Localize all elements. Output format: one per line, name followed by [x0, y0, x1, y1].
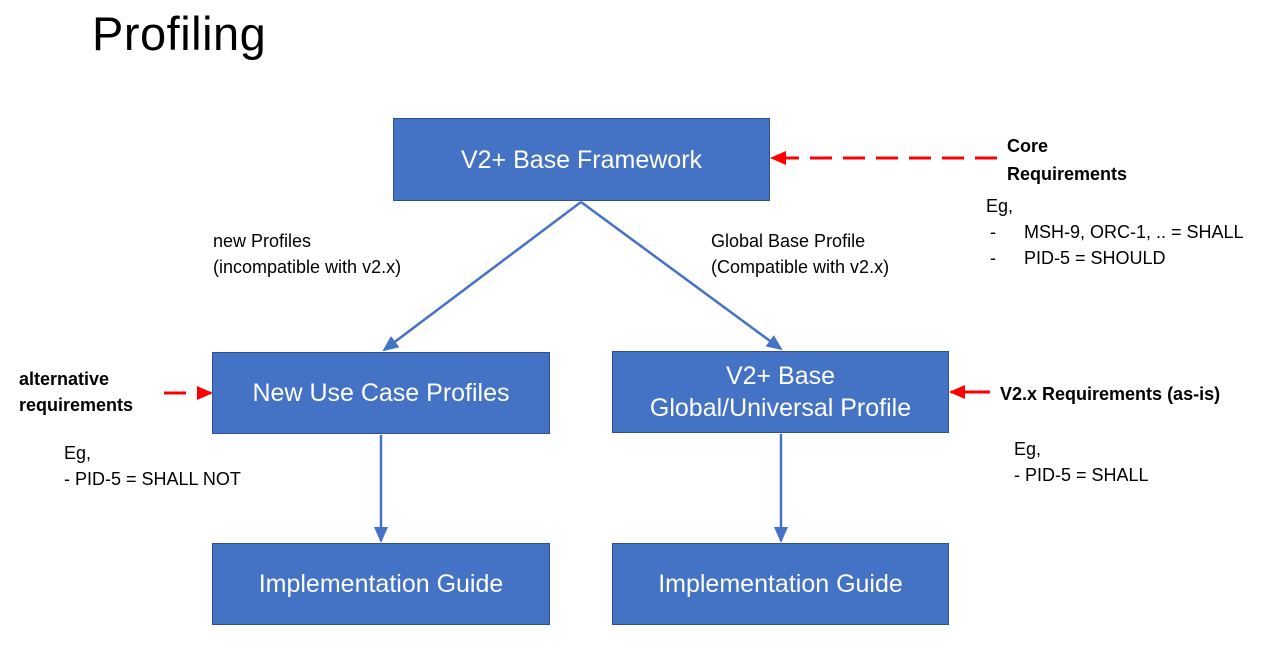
- edge-label-line-1: new Profiles: [213, 231, 312, 251]
- box-label: V2+ Base Framework: [460, 145, 703, 174]
- eg-label: Eg,: [986, 196, 1014, 216]
- edge-label-line-2: (Compatible with v2.x): [711, 257, 890, 277]
- heading-line-2: Requirements: [1007, 164, 1128, 184]
- bullet-dash: -: [990, 248, 996, 268]
- edge-label-line-1: Global Base Profile: [711, 231, 866, 251]
- box-global-universal-profile: V2+ Base Global/Universal Profile: [612, 351, 949, 433]
- example-item: - PID-5 = SHOULD: [986, 245, 1244, 271]
- heading-line-1: V2.x Requirements (as-is): [1000, 384, 1221, 404]
- box-v2-base-framework: V2+ Base Framework: [393, 118, 770, 201]
- box-label: New Use Case Profiles: [252, 379, 510, 407]
- example-text: - PID-5 = SHALL NOT: [64, 469, 241, 489]
- box-label: Implementation Guide: [258, 570, 504, 598]
- box-label: Implementation Guide: [658, 570, 903, 598]
- box-implementation-guide-left: Implementation Guide: [212, 543, 550, 625]
- edge-label-global-base-profile: Global Base Profile (Compatible with v2.…: [711, 228, 889, 280]
- alternative-requirements-examples: Eg, - PID-5 = SHALL NOT: [64, 440, 241, 492]
- edge-framework-to-new-use-case: [382, 201, 582, 352]
- page-title: Profiling: [92, 7, 267, 60]
- bullet-dash: -: [990, 222, 996, 242]
- box-label-line-2: Global/Universal Profile: [649, 394, 912, 422]
- box-label-line-1: V2+ Base: [725, 362, 836, 390]
- box-implementation-guide-right: Implementation Guide: [612, 543, 949, 625]
- heading-line-1: alternative: [19, 369, 110, 389]
- heading-line-2: requirements: [19, 395, 134, 415]
- example-text: PID-5 = SHOULD: [1024, 248, 1166, 268]
- example-text: MSH-9, ORC-1, .. = SHALL: [1024, 222, 1244, 242]
- example-text: - PID-5 = SHALL: [1014, 465, 1149, 485]
- v2x-requirements-heading: V2.x Requirements (as-is): [1000, 381, 1220, 407]
- alternative-requirements-heading: alternative requirements: [19, 366, 133, 418]
- edge-label-line-2: (incompatible with v2.x): [213, 257, 402, 277]
- eg-label: Eg,: [1014, 439, 1042, 459]
- box-new-use-case-profiles: New Use Case Profiles: [212, 352, 550, 434]
- example-item: - MSH-9, ORC-1, .. = SHALL: [986, 219, 1244, 245]
- core-requirements-examples: Eg, - MSH-9, ORC-1, .. = SHALL - PID-5 =…: [986, 193, 1244, 271]
- core-requirements-heading: Core Requirements: [1007, 132, 1127, 188]
- eg-label: Eg,: [64, 443, 92, 463]
- heading-line-1: Core: [1007, 136, 1049, 156]
- edge-label-new-profiles: new Profiles (incompatible with v2.x): [213, 228, 401, 280]
- v2x-requirements-examples: Eg, - PID-5 = SHALL: [1014, 436, 1149, 488]
